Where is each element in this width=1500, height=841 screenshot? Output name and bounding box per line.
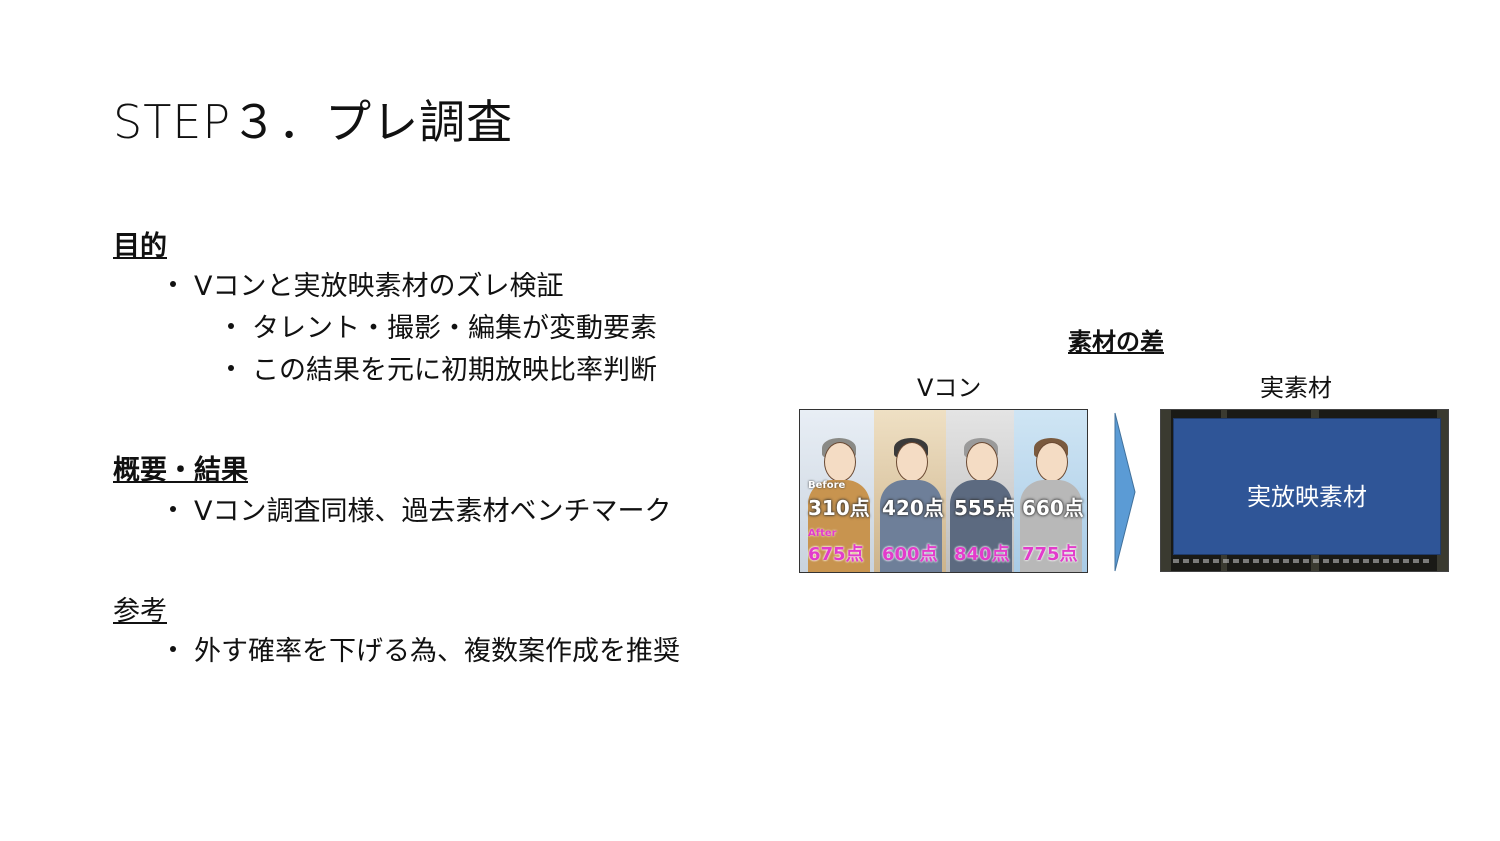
real-material-label: 実素材 xyxy=(1260,374,1332,402)
purpose-sub-bullet-text: この結果を元に初期放映比率判断 xyxy=(252,355,657,386)
right-arrow-icon xyxy=(1114,412,1136,572)
purpose-sub-bullet-1: タレント・撮影・編集が変動要素 xyxy=(228,306,657,345)
before-score: 310点 xyxy=(808,496,870,520)
bullet-dot xyxy=(170,505,176,512)
vcon-label: Vコン xyxy=(917,374,982,402)
talent-illustration xyxy=(950,432,1012,572)
bullet-dot xyxy=(170,280,176,287)
vcon-panel-4: 660点 775点 xyxy=(1014,410,1087,572)
real-material-thumbnail: 実放映素材 xyxy=(1160,409,1449,572)
vcon-panel-1: Before 310点 After 675点 xyxy=(800,410,878,572)
talent-illustration xyxy=(808,432,870,572)
before-tag: Before xyxy=(808,480,846,491)
purpose-sub-bullet-2: この結果を元に初期放映比率判断 xyxy=(228,348,657,387)
reference-bullet-text: 外す確率を下げる為、複数案作成を推奨 xyxy=(194,636,680,667)
vcon-panel-3: 555点 840点 xyxy=(946,410,1016,572)
purpose-sub-bullet-text: タレント・撮影・編集が変動要素 xyxy=(252,313,657,344)
real-material-overlay: 実放映素材 xyxy=(1173,418,1441,555)
purpose-bullet-text: Vコンと実放映素材のズレ検証 xyxy=(194,271,564,302)
vcon-panel-2: 420点 600点 xyxy=(874,410,948,572)
reference-heading: 参考 xyxy=(113,596,167,627)
summary-bullet-text: Vコン調査同様、過去素材ベンチマーク xyxy=(194,496,672,527)
after-score: 840点 xyxy=(954,544,1010,565)
after-score: 675点 xyxy=(808,544,864,565)
before-score: 660点 xyxy=(1022,496,1084,520)
bullet-dot xyxy=(228,364,234,371)
bullet-dot xyxy=(170,645,176,652)
talent-illustration xyxy=(880,432,942,572)
before-score: 420点 xyxy=(882,496,944,520)
subtitle-strip xyxy=(1173,559,1433,563)
slide-title: STEP３．プレ調査 xyxy=(113,95,514,149)
after-score: 775点 xyxy=(1022,544,1078,565)
reference-bullet: 外す確率を下げる為、複数案作成を推奨 xyxy=(170,629,680,668)
summary-bullet: Vコン調査同様、過去素材ベンチマーク xyxy=(170,489,671,528)
before-score: 555点 xyxy=(954,496,1016,520)
figure-title: 素材の差 xyxy=(1068,328,1164,356)
summary-heading: 概要・結果 xyxy=(113,455,248,486)
overlay-label: 実放映素材 xyxy=(1247,483,1367,511)
after-score: 600点 xyxy=(882,544,938,565)
after-tag: After xyxy=(808,528,837,539)
bullet-dot xyxy=(228,322,234,329)
talent-illustration xyxy=(1020,432,1082,572)
purpose-heading: 目的 xyxy=(113,231,167,262)
vcon-thumbnail: Before 310点 After 675点 420点 600点 555点 84… xyxy=(799,409,1088,573)
purpose-bullet: Vコンと実放映素材のズレ検証 xyxy=(170,264,563,303)
